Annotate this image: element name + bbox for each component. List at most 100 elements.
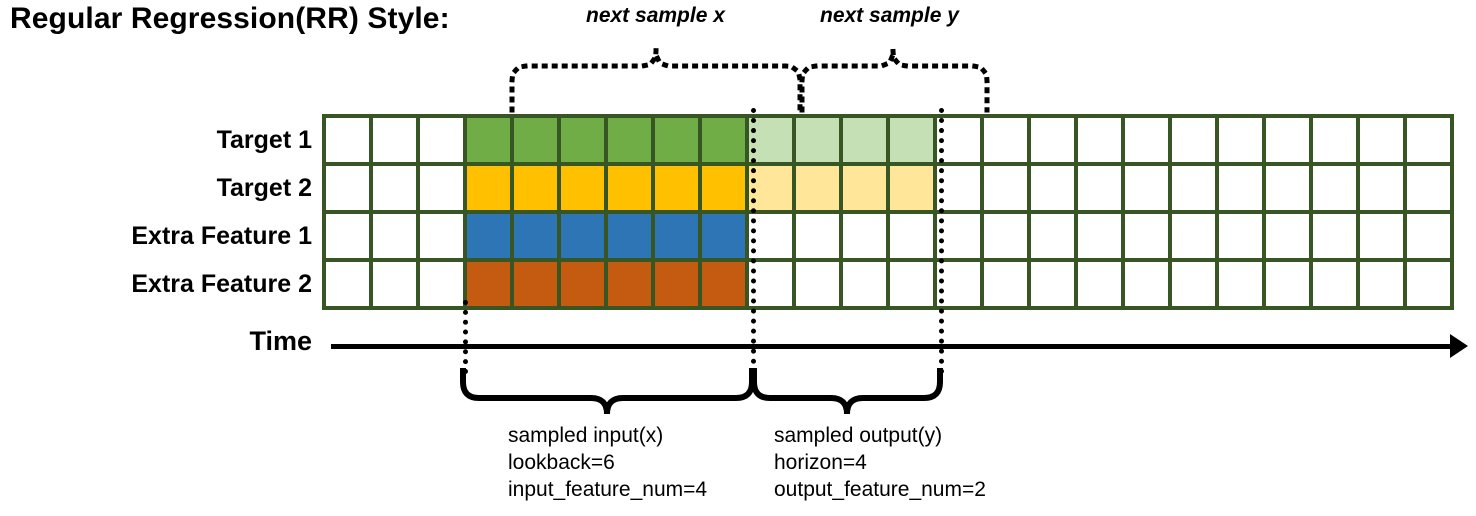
grid-cell: [1360, 118, 1403, 162]
grid-cell: [1172, 118, 1215, 162]
grid-cell: [514, 262, 557, 306]
grid-cell: [1407, 166, 1450, 210]
grid-cell: [561, 262, 604, 306]
grid-cell: [890, 118, 933, 162]
guide-line-output-end: [939, 108, 944, 374]
grid-cell: [937, 118, 980, 162]
grid-cell: [1266, 118, 1309, 162]
grid-cell: [1219, 166, 1262, 210]
grid-cell: [420, 166, 463, 210]
grid-cell: [796, 262, 839, 306]
row-label-target-2: Target 2: [216, 174, 312, 202]
brace-next-sample-y: [799, 49, 990, 113]
grid-cell: [608, 118, 651, 162]
grid-row-1: [326, 118, 1450, 162]
grid-cell: [1266, 262, 1309, 306]
grid-cell: [1172, 214, 1215, 258]
time-axis-arrow-icon: [1450, 334, 1468, 358]
grid-cell: [1031, 118, 1074, 162]
grid-cell: [326, 262, 369, 306]
brace-sampled-output: [751, 368, 943, 415]
grid-cell: [749, 214, 792, 258]
grid-cell: [561, 214, 604, 258]
grid-cell: [561, 118, 604, 162]
grid-cell: [373, 214, 416, 258]
grid-cell: [749, 262, 792, 306]
grid-cell: [1031, 262, 1074, 306]
grid-cell: [420, 214, 463, 258]
time-axis-line: [331, 344, 1456, 349]
grid-cell: [1219, 118, 1262, 162]
caption-sampled-output-line-1: sampled output(y): [774, 424, 943, 447]
grid-cell: [655, 262, 698, 306]
grid-cell: [326, 214, 369, 258]
grid-cell: [326, 118, 369, 162]
timeseries-grid: [322, 114, 1454, 310]
grid-cell: [937, 262, 980, 306]
grid-cell: [655, 166, 698, 210]
caption-sampled-input-line-3: input_feature_num=4: [508, 478, 708, 501]
grid-cell: [608, 166, 651, 210]
grid-cell: [1407, 118, 1450, 162]
grid-cell: [937, 214, 980, 258]
grid-cell: [1031, 166, 1074, 210]
brace-sampled-input: [460, 368, 755, 415]
grid-cell: [514, 214, 557, 258]
grid-cell: [655, 118, 698, 162]
grid-cell: [1125, 118, 1168, 162]
grid-cell: [702, 166, 745, 210]
grid-cell: [984, 262, 1027, 306]
guide-line-input-end: [751, 108, 756, 374]
grid-cell: [1172, 262, 1215, 306]
grid-cell: [1125, 166, 1168, 210]
grid-cell: [1313, 166, 1356, 210]
brace-next-sample-x: [509, 49, 803, 113]
grid-cell: [984, 118, 1027, 162]
grid-cell: [1313, 118, 1356, 162]
grid-cell: [655, 214, 698, 258]
caption-next-sample-y: next sample y: [820, 4, 959, 27]
grid-cell: [373, 118, 416, 162]
grid-cell: [796, 214, 839, 258]
grid-cell: [1125, 262, 1168, 306]
grid-cell: [1407, 214, 1450, 258]
grid-cell: [1313, 214, 1356, 258]
grid-cell: [796, 166, 839, 210]
grid-cell: [1313, 262, 1356, 306]
grid-cell: [937, 166, 980, 210]
grid-cell: [702, 214, 745, 258]
grid-cell: [890, 262, 933, 306]
grid-cell: [467, 214, 510, 258]
grid-cell: [702, 118, 745, 162]
grid-cell: [514, 166, 557, 210]
caption-sampled-output-line-3: output_feature_num=2: [774, 478, 986, 501]
grid-cell: [843, 118, 886, 162]
grid-cell: [1360, 214, 1403, 258]
caption-next-sample-x: next sample x: [586, 4, 725, 27]
caption-sampled-input-line-1: sampled input(x): [508, 424, 664, 447]
grid-cell: [843, 262, 886, 306]
row-label-column: Target 1 Target 2 Extra Feature 1 Extra …: [10, 0, 312, 516]
grid-cell: [326, 166, 369, 210]
grid-cell: [514, 118, 557, 162]
grid-row-4: [326, 262, 1450, 306]
caption-sampled-output-line-2: horizon=4: [774, 451, 867, 474]
guide-line-input-start: [463, 300, 468, 374]
grid-cell: [1219, 262, 1262, 306]
grid-cell: [373, 166, 416, 210]
grid-cell: [1407, 262, 1450, 306]
grid-cell: [749, 118, 792, 162]
grid-cell: [1360, 262, 1403, 306]
grid-cell: [467, 166, 510, 210]
grid-cell: [1266, 214, 1309, 258]
grid-cell: [1078, 166, 1121, 210]
grid-cell: [890, 166, 933, 210]
grid-cell: [984, 166, 1027, 210]
row-label-target-1: Target 1: [216, 126, 312, 154]
grid-cell: [1266, 166, 1309, 210]
grid-cell: [1219, 214, 1262, 258]
page-title: Regular Regression(RR) Style:: [10, 2, 450, 35]
row-label-extra-feature-2: Extra Feature 2: [131, 270, 312, 298]
